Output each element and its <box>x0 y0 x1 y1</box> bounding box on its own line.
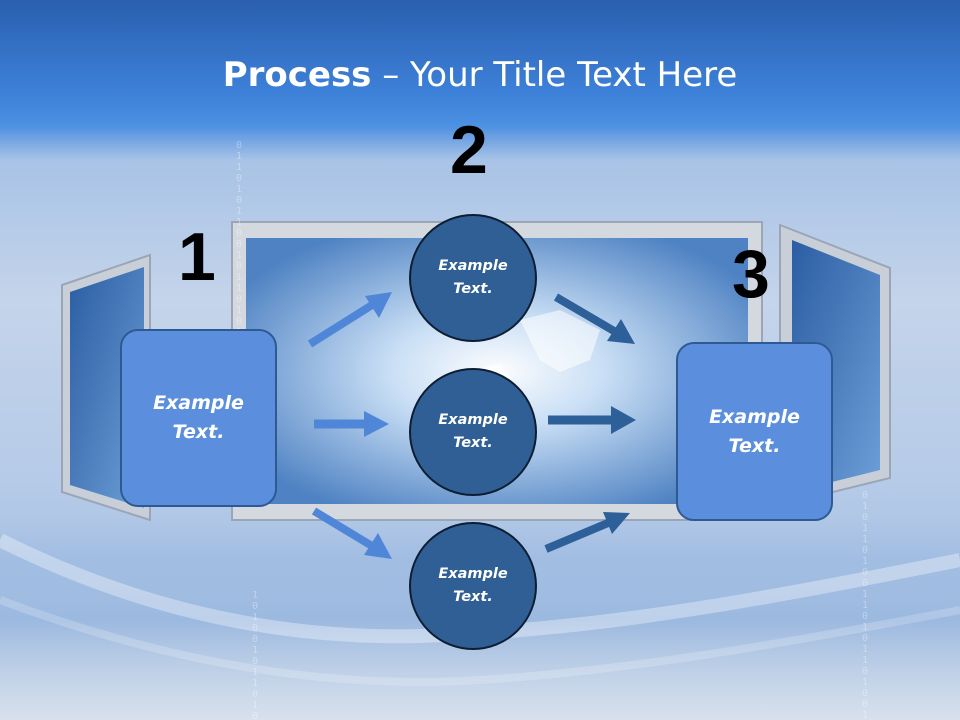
arrow-right-icon <box>311 507 392 559</box>
step-2-circle-middle[interactable]: Example Text. <box>409 368 537 496</box>
step-1-box[interactable]: Example Text. <box>120 329 277 507</box>
title-band <box>0 0 960 130</box>
title-rest: – Your Title Text Here <box>371 55 738 95</box>
arrow-right-icon <box>314 411 389 437</box>
step-1-text-line1: Example <box>153 392 244 414</box>
step-3-text-line2: Text. <box>728 434 781 457</box>
circle-bottom-text-line1: Example <box>438 566 508 582</box>
circle-top-text: Example Text. <box>438 255 507 301</box>
step-3-box[interactable]: Example Text. <box>676 342 833 521</box>
step-1-text: Example Text. <box>153 389 244 447</box>
circle-top-text-line2: Text. <box>453 281 493 297</box>
circle-middle-text-line2: Text. <box>453 435 493 451</box>
circle-top-text-line1: Example <box>438 258 508 274</box>
binary-stream-decoration: 0101101001101011010010110100 <box>862 490 869 720</box>
step-2-circle-bottom[interactable]: Example Text. <box>409 522 537 650</box>
circle-bottom-text: Example Text. <box>438 563 507 609</box>
arrow-right-icon <box>553 293 635 344</box>
step-3-text: Example Text. <box>709 403 800 461</box>
arrow-right-icon <box>307 292 392 348</box>
step-2-circle-top[interactable]: Example Text. <box>409 214 537 342</box>
step-number-1: 1 <box>178 219 216 295</box>
step-number-2: 2 <box>450 112 488 188</box>
step-number-3: 3 <box>732 236 770 312</box>
circle-middle-text-line1: Example <box>438 412 508 428</box>
arrow-right-icon <box>548 406 636 434</box>
title-bold: Process <box>222 55 372 95</box>
arrow-right-icon <box>544 512 630 553</box>
circle-bottom-text-line2: Text. <box>453 589 493 605</box>
step-3-text-line1: Example <box>709 405 800 428</box>
slide-title: Process – Your Title Text Here <box>0 55 960 95</box>
circle-middle-text: Example Text. <box>438 409 507 455</box>
step-1-text-line2: Text. <box>172 421 225 443</box>
